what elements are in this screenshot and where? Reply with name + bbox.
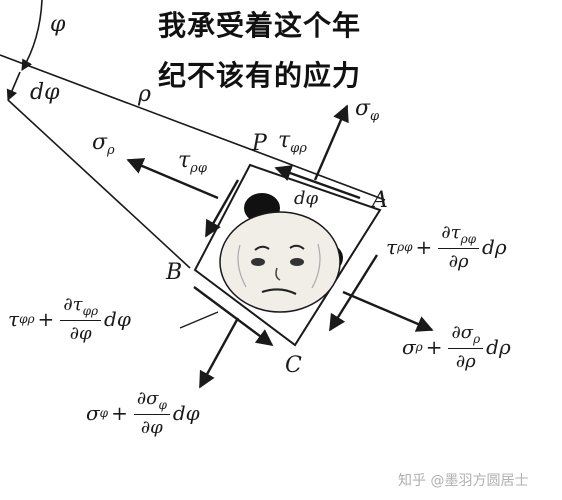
tau-phirho-sub: φρ xyxy=(290,141,307,156)
dphi-left-label: dφ xyxy=(30,80,60,105)
sigma-rho-sub: ρ xyxy=(107,143,115,158)
sigma-bottom-arrow xyxy=(198,317,240,389)
rho-top-label: ρ xyxy=(138,82,151,107)
sigma-rho-base: σ xyxy=(92,130,108,155)
sigma-bottom-num: ∂σ xyxy=(136,388,159,409)
sigma-right-lead-sub: ρ xyxy=(415,340,423,354)
tau-left-lead: τ xyxy=(8,307,20,331)
tau-rhophi-sub: ρφ xyxy=(190,161,207,176)
radial-line-upper xyxy=(0,54,386,201)
dphi-arc xyxy=(6,71,21,102)
sigma-rho-arrow xyxy=(126,158,219,200)
sigma-right-fraction: ∂σρ ∂ρ xyxy=(448,322,484,372)
tau-right-lead: τ xyxy=(386,235,398,259)
tau-rhophi-base: τ xyxy=(178,148,191,173)
tau-rhophi-label: τρφ xyxy=(178,148,207,176)
tau-right-fraction: ∂τρφ ∂ρ xyxy=(438,222,480,272)
phi-arc xyxy=(21,0,43,71)
tau-left-tail: dφ xyxy=(104,307,131,331)
tau-left-fraction: ∂τφρ ∂φ xyxy=(60,294,102,344)
caption-line-2: 纪不该有的应力 xyxy=(158,59,362,92)
tau-left-plus: + xyxy=(37,307,55,331)
radial-line-lower xyxy=(7,99,191,269)
point-B-label: B xyxy=(166,260,183,285)
tau-phirho-arrow xyxy=(274,165,361,200)
tau-left-lead-sub: φρ xyxy=(19,312,35,326)
sigma-phi-arrow xyxy=(313,104,349,181)
sigma-bottom-lead: σ xyxy=(86,401,100,425)
tau-right-plus: + xyxy=(415,235,433,259)
sigma-bottom-tail: dφ xyxy=(172,401,200,425)
caption-line-1: 我承受着这个年 xyxy=(158,9,362,42)
sigma-right-den: ∂ρ xyxy=(455,351,476,372)
point-C-label: C xyxy=(285,353,302,378)
tau-right-num: ∂τ xyxy=(441,222,461,243)
sigma-rho-label: σρ xyxy=(92,130,115,158)
sigma-right-tail: dρ xyxy=(486,335,511,359)
tau-left-num-sub: φρ xyxy=(82,304,99,318)
point-P-label: P xyxy=(252,131,267,156)
sigma-bottom-plus: + xyxy=(111,401,128,425)
sigma-phi-base: σ xyxy=(355,96,371,121)
tau-phirho-base: τ xyxy=(278,128,291,153)
watermark: 知乎 @墨羽方圆居士 xyxy=(398,473,529,489)
sigma-right-num: ∂σ xyxy=(451,322,474,343)
phi-label: φ xyxy=(50,12,66,37)
tau-right-lead-sub: ρφ xyxy=(397,240,413,254)
tau-right-arrow xyxy=(328,254,379,332)
sigma-bottom-den: ∂φ xyxy=(140,417,163,438)
sigma-right-lead: σ xyxy=(402,335,416,359)
panda-face xyxy=(219,193,343,313)
tau-bottom-arrow xyxy=(193,286,274,347)
tau-right-num-sub: ρφ xyxy=(460,232,477,246)
tau-left-den: ∂φ xyxy=(69,323,92,344)
tau-left-leader xyxy=(179,311,219,329)
tau-left-num: ∂τ xyxy=(63,294,83,315)
dphi-element-label: dφ xyxy=(294,188,319,209)
sigma-right-arrow xyxy=(342,290,434,332)
tau-rhophi-arrow xyxy=(204,179,240,238)
sigma-phi-sub: φ xyxy=(370,109,380,124)
sigma-bottom-fraction: ∂σφ ∂φ xyxy=(133,388,170,438)
sigma-right-num-sub: ρ xyxy=(473,332,481,346)
sigma-phi-label: σφ xyxy=(355,96,380,124)
sigma-bottom-num-sub: φ xyxy=(158,398,167,412)
tau-right-den: ∂ρ xyxy=(448,251,469,272)
tau-phirho-label: τφρ xyxy=(278,128,307,156)
tau-right-tail: dρ xyxy=(482,235,507,259)
sigma-right-plus: + xyxy=(425,335,443,359)
sigma-bottom-lead-sub: φ xyxy=(99,406,109,420)
point-A-label: A xyxy=(372,188,388,213)
